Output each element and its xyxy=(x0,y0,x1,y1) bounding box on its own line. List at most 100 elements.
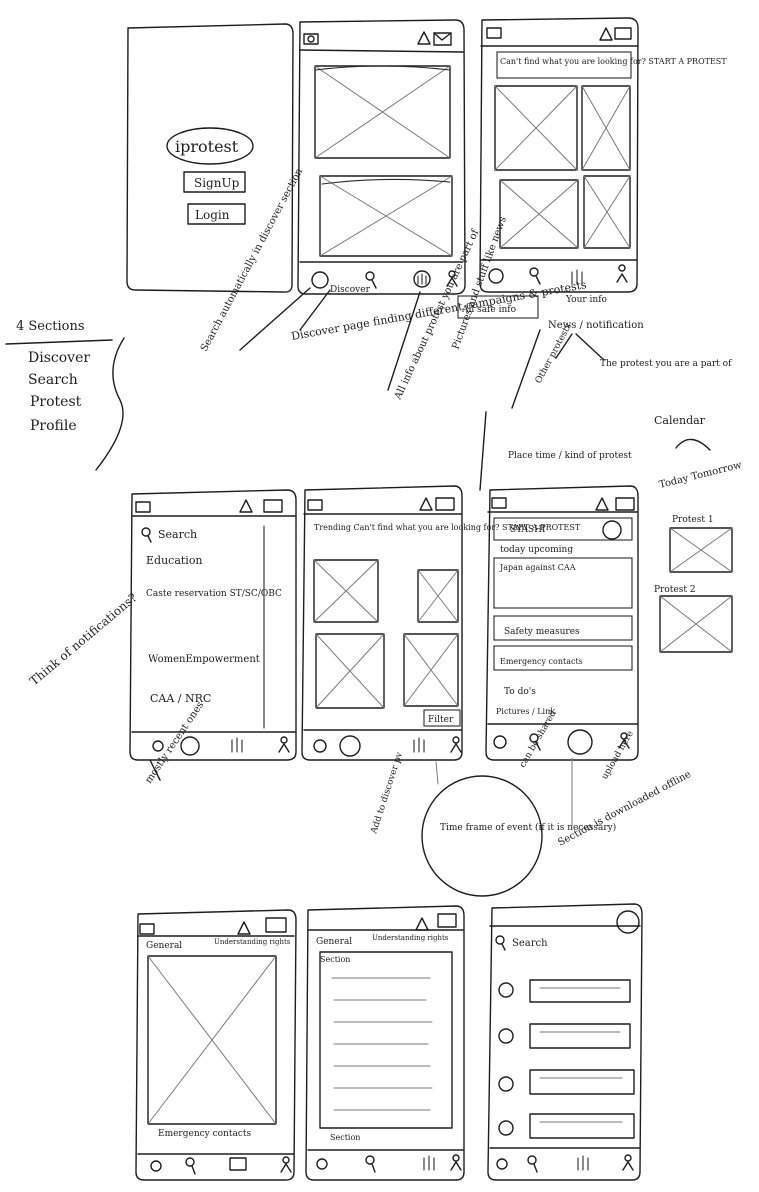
camera-icon[interactable] xyxy=(139,923,155,935)
bell-icon[interactable] xyxy=(599,27,613,41)
trending-banner: Trending Can't find what you are looking… xyxy=(314,523,581,532)
list-item[interactable]: CAA / NRC xyxy=(150,692,211,705)
discover-icon[interactable] xyxy=(496,1158,508,1170)
discover-icon[interactable] xyxy=(313,739,327,753)
phone-protest: SYASHI today upcoming Japan against CAA … xyxy=(485,485,639,761)
search-icon[interactable] xyxy=(185,1157,196,1175)
discover-icon[interactable] xyxy=(311,271,329,289)
camera-icon[interactable] xyxy=(307,499,323,511)
discover-nav-label: Discover xyxy=(330,285,371,295)
mail-icon[interactable] xyxy=(263,499,283,513)
profile-icon[interactable] xyxy=(278,736,290,753)
profile-icon[interactable] xyxy=(280,1156,292,1173)
search-bar[interactable]: Search xyxy=(495,935,548,951)
protest-fist-icon[interactable] xyxy=(229,1157,247,1171)
bell-icon[interactable] xyxy=(237,921,251,935)
discover-tile[interactable] xyxy=(313,559,379,623)
discover-tile[interactable] xyxy=(417,569,459,623)
profile-icon[interactable] xyxy=(618,732,630,749)
contact-row[interactable] xyxy=(498,1113,635,1139)
mail-icon[interactable] xyxy=(265,917,287,933)
add-protest-icon[interactable] xyxy=(602,520,622,540)
search-label: Search xyxy=(512,938,548,949)
mail-icon[interactable] xyxy=(616,910,640,934)
camera-icon[interactable] xyxy=(135,501,151,513)
tab-general[interactable]: General xyxy=(316,937,352,947)
search-icon[interactable] xyxy=(339,735,361,757)
discover-tile[interactable] xyxy=(494,85,578,171)
protest-fist-icon[interactable] xyxy=(413,270,431,288)
protest-item: Safety measures xyxy=(504,627,580,637)
camera-icon[interactable] xyxy=(303,33,319,45)
discover-icon[interactable] xyxy=(152,740,164,752)
mail-icon[interactable] xyxy=(615,497,635,511)
bell-icon[interactable] xyxy=(419,497,433,511)
camera-icon[interactable] xyxy=(486,27,502,39)
profile-icon[interactable] xyxy=(450,736,462,753)
phone-splash: iprotest SignUp Login xyxy=(126,23,294,293)
profile-icon[interactable] xyxy=(622,1154,634,1171)
profile-icon[interactable] xyxy=(450,1154,462,1171)
tab-rights[interactable]: Understanding rights xyxy=(372,934,449,942)
contact-row[interactable] xyxy=(498,1069,635,1095)
protest-fist-icon[interactable] xyxy=(413,737,425,753)
discover-icon[interactable] xyxy=(493,735,507,749)
contact-row[interactable] xyxy=(498,1023,631,1049)
profile-icon[interactable] xyxy=(616,264,628,283)
banner-text: Can't find what you are looking for? STA… xyxy=(500,57,727,66)
protest-part-note: The protest you are a part of xyxy=(600,359,732,369)
emergency-card[interactable] xyxy=(493,645,633,671)
discover-icon[interactable] xyxy=(488,268,504,284)
tab-rights[interactable]: Understanding rights xyxy=(214,938,291,946)
search-icon[interactable] xyxy=(180,736,200,756)
mail-icon[interactable] xyxy=(435,497,455,511)
mail-icon[interactable] xyxy=(614,27,632,40)
section-item: Discover xyxy=(28,350,90,366)
bell-icon[interactable] xyxy=(239,499,253,513)
protest-fist-icon[interactable] xyxy=(571,269,583,285)
discover-tile[interactable] xyxy=(581,85,631,171)
discover-card-1[interactable] xyxy=(314,65,451,159)
protest-fist-icon[interactable] xyxy=(423,1155,435,1171)
phone-rights: General Understanding rights Section Sec… xyxy=(305,905,465,1181)
camera-icon[interactable] xyxy=(491,497,507,509)
mail-icon[interactable] xyxy=(433,32,452,46)
protest-fist-icon[interactable] xyxy=(577,1155,589,1171)
bell-icon[interactable] xyxy=(417,31,431,45)
list-item[interactable]: WomenEmpowerment xyxy=(148,654,260,665)
tab-general[interactable]: General xyxy=(146,941,182,951)
search-icon[interactable] xyxy=(527,1155,538,1173)
discover-icon[interactable] xyxy=(316,1158,328,1170)
emergency-label[interactable]: Emergency contacts xyxy=(158,1129,251,1139)
banner-box[interactable] xyxy=(496,51,632,79)
list-item[interactable]: Caste reservation ST/SC/OBC xyxy=(146,589,282,599)
login-button[interactable] xyxy=(187,203,246,225)
protest-fist-icon[interactable] xyxy=(567,729,593,755)
discover-tile[interactable] xyxy=(315,633,385,709)
discover-card-2[interactable] xyxy=(319,175,453,257)
search-icon[interactable] xyxy=(529,733,541,751)
protest-fist-icon[interactable] xyxy=(231,737,243,753)
filter-button[interactable] xyxy=(423,709,461,727)
bell-icon[interactable] xyxy=(595,497,609,511)
phone-discover-1: Discover xyxy=(297,19,466,295)
list-item[interactable]: Education xyxy=(146,554,203,567)
search-icon[interactable] xyxy=(365,1155,376,1173)
discover-tile[interactable] xyxy=(403,633,459,707)
safety-card[interactable] xyxy=(493,615,633,641)
discover-tile[interactable] xyxy=(499,179,579,249)
signup-button[interactable] xyxy=(183,171,246,193)
bell-icon[interactable] xyxy=(415,917,429,931)
search-bar[interactable]: Search xyxy=(141,527,197,543)
protest-card[interactable] xyxy=(493,557,633,609)
phone-discover-3: Trending Can't find what you are looking… xyxy=(301,485,581,761)
profile-icon[interactable] xyxy=(446,270,458,287)
discover-icon[interactable] xyxy=(150,1160,162,1172)
discover-tile[interactable] xyxy=(583,175,631,249)
think-note: Think of notifications? xyxy=(27,590,140,688)
search-icon[interactable] xyxy=(365,271,377,289)
mail-icon[interactable] xyxy=(437,913,457,928)
contact-row[interactable] xyxy=(498,979,631,1003)
protest-header-row[interactable] xyxy=(493,517,633,541)
search-icon[interactable] xyxy=(529,267,541,285)
